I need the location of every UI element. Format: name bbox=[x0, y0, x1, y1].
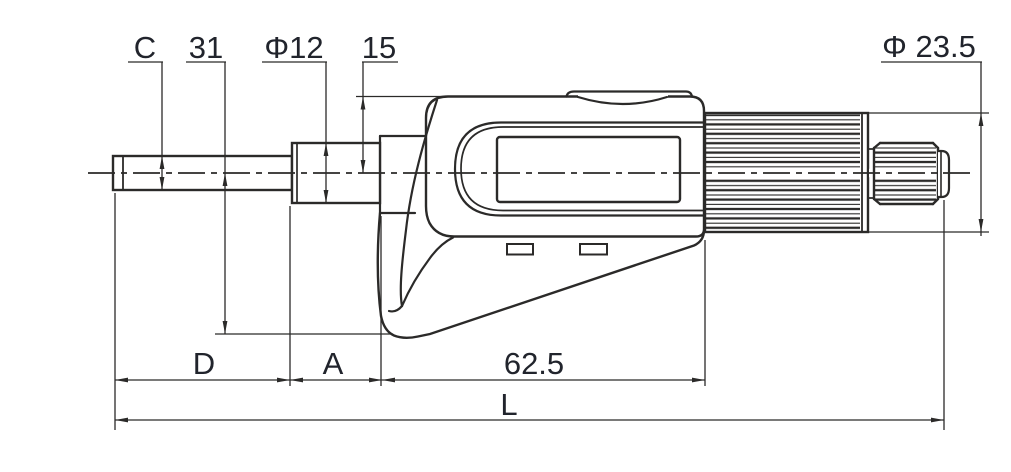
display-bezel bbox=[453, 121, 703, 217]
thumb-groove-arc bbox=[576, 95, 669, 106]
dim-label-d: D bbox=[193, 346, 215, 381]
dim-label-phi12: Φ12 bbox=[264, 30, 323, 65]
lcd-display bbox=[495, 135, 682, 204]
button-left bbox=[506, 243, 534, 256]
stem-boss bbox=[378, 134, 429, 215]
dimension-labels: C 31 Φ12 15 Φ 23.5 D A 62.5 L bbox=[134, 29, 976, 422]
dimension-arrowheads bbox=[115, 96, 984, 423]
frame-lower-outline bbox=[376, 211, 706, 339]
frame-front-contours bbox=[387, 98, 455, 313]
function-buttons bbox=[506, 243, 608, 256]
dim-label-31: 31 bbox=[189, 30, 223, 65]
dimension-lines bbox=[114, 61, 989, 430]
dim-label-l: L bbox=[500, 387, 517, 422]
dim-label-a: A bbox=[323, 346, 344, 381]
dim-label-62-5: 62.5 bbox=[504, 346, 564, 381]
dim-label-c: C bbox=[134, 30, 156, 65]
dim-label-phi23-5: Φ 23.5 bbox=[882, 29, 976, 64]
ratchet-end-cap bbox=[938, 149, 951, 199]
dim-label-15: 15 bbox=[362, 30, 396, 65]
button-right bbox=[579, 243, 608, 256]
battery-cover bbox=[565, 90, 694, 106]
housing-top-cutout bbox=[578, 94, 668, 100]
